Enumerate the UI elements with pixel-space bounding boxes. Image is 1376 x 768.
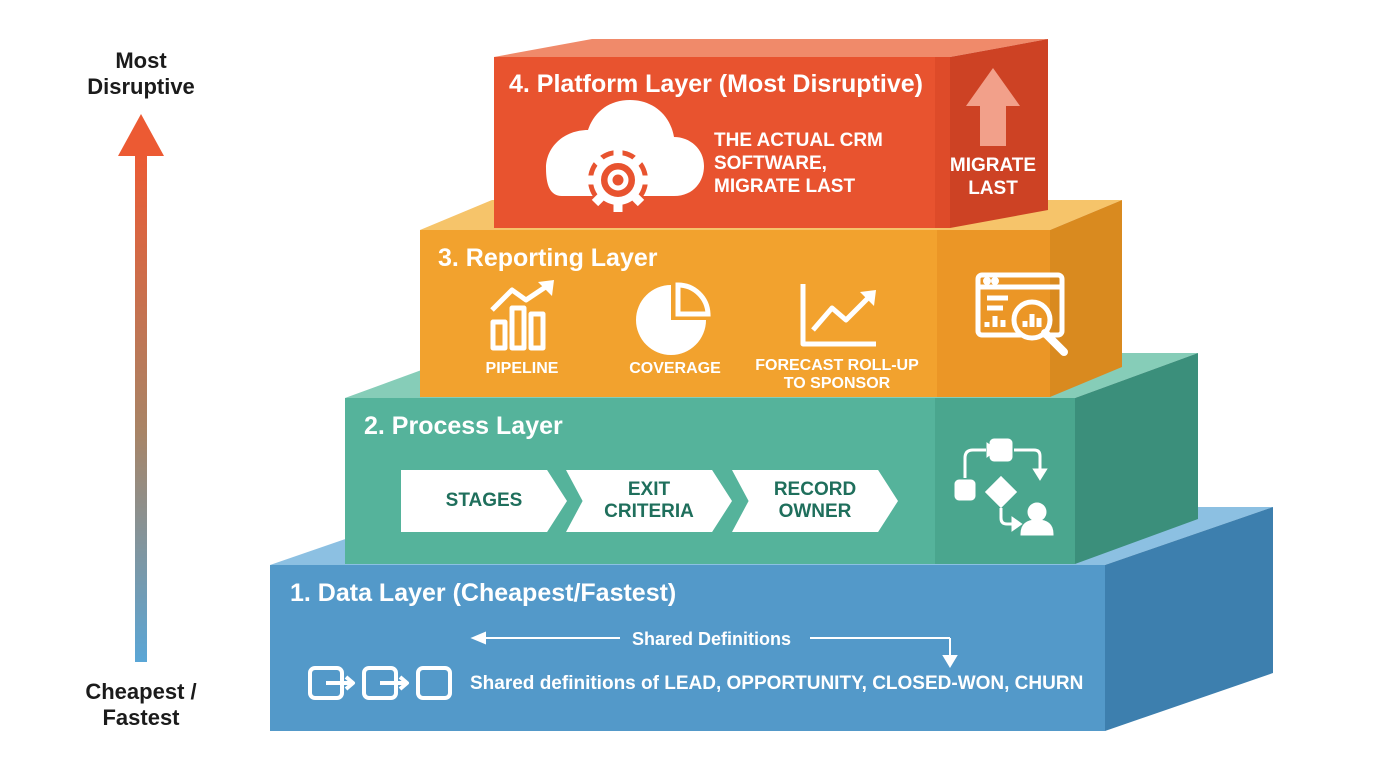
pie-chart-icon (636, 282, 711, 355)
axis-bottom-label: Cheapest / Fastest (85, 679, 197, 730)
cloud-gear-icon (546, 100, 704, 212)
reporting-item-pipeline: PIPELINE (485, 360, 559, 377)
reporting-layer-title: 3. Reporting Layer (438, 244, 658, 272)
platform-layer-description: THE ACTUAL CRM SOFTWARE, MIGRATE LAST (714, 130, 883, 197)
data-layer-title: 1. Data Layer (Cheapest/Fastest) (290, 579, 677, 607)
reporting-item-coverage: COVERAGE (629, 360, 721, 377)
up-arrow-icon (966, 68, 1020, 146)
process-step-stages: STAGES (401, 470, 567, 532)
shared-definitions-label: Shared Definitions (632, 629, 792, 649)
bar-chart-trend-icon (490, 280, 554, 351)
process-step-record-owner: RECORD OWNER (732, 470, 898, 532)
platform-layer-title: 4. Platform Layer (Most Disruptive) (509, 70, 923, 98)
workflow-icon (954, 438, 1054, 536)
line-chart-icon (800, 284, 876, 347)
process-step-exit-criteria: EXIT CRITERIA (566, 470, 732, 532)
reporting-item-forecast: FORECAST ROLL-UP TO SPONSOR (755, 357, 919, 392)
data-layer-description: Shared definitions of LEAD, OPPORTUNITY,… (470, 673, 1084, 694)
disruption-axis-arrow (118, 114, 164, 662)
shared-definitions-arrow (470, 631, 958, 668)
process-layer-title: 2. Process Layer (364, 412, 563, 440)
axis-top-label: Most Disruptive (87, 48, 195, 99)
data-flow-icon (308, 666, 452, 700)
dashboard-magnifier-icon (975, 272, 1068, 356)
platform-side-label: MIGRATE LAST (949, 155, 1037, 199)
